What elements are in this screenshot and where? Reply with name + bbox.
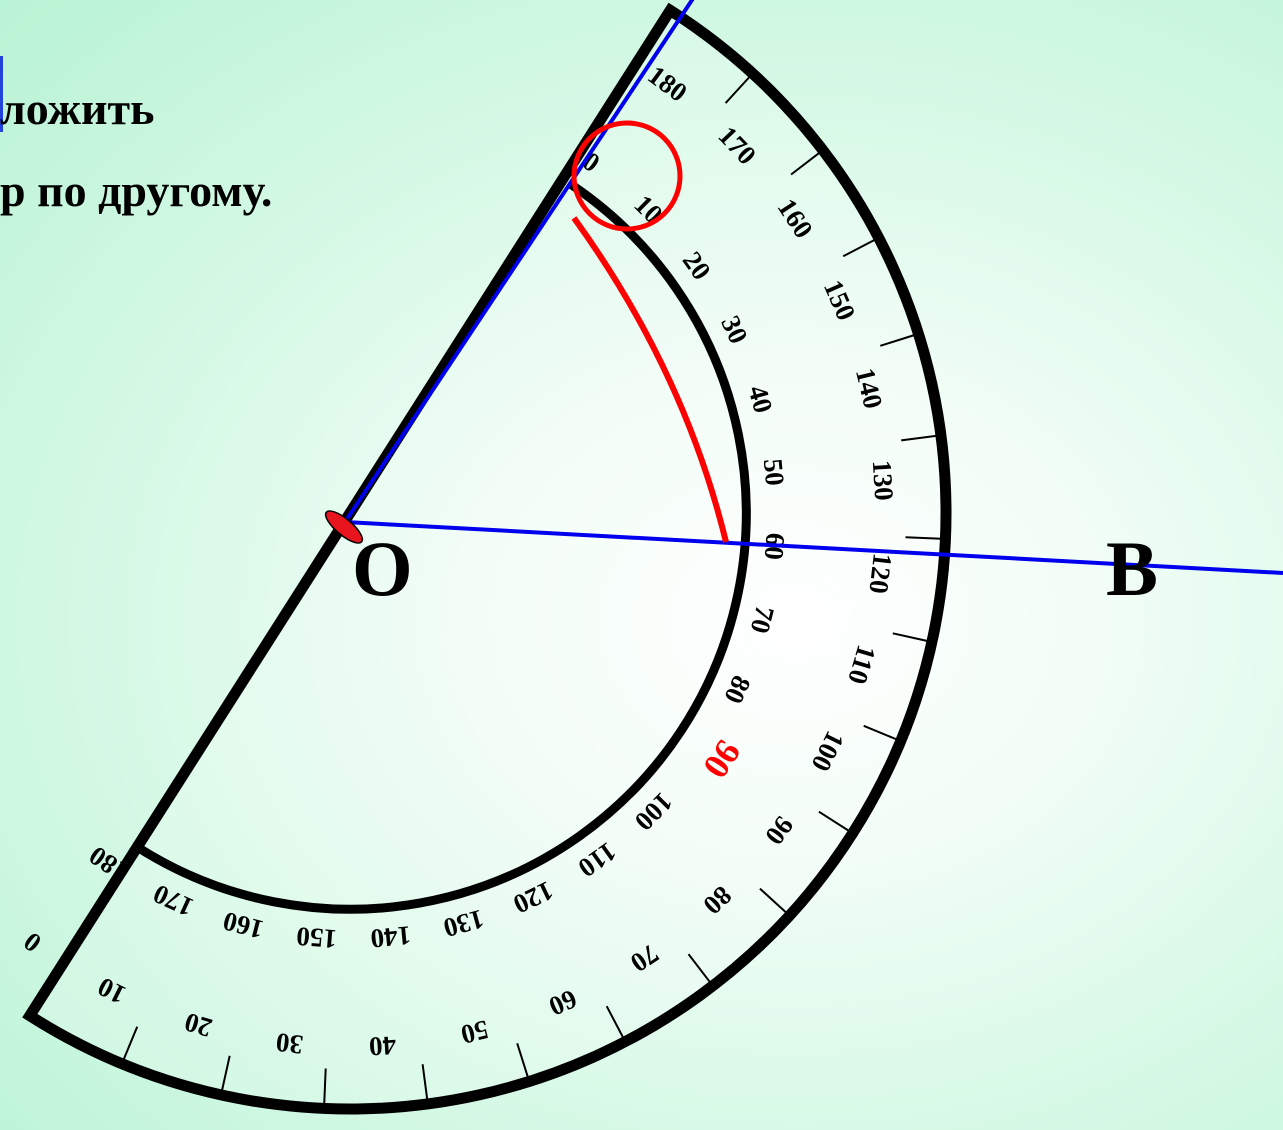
ray-oa — [343, 0, 695, 524]
vertex-marker — [324, 510, 364, 544]
scale-label-inner: 150 — [295, 921, 338, 954]
tick-mark — [842, 238, 876, 258]
scale-label-outer: 0 — [18, 926, 47, 958]
tick-mark — [220, 1055, 231, 1092]
tick-mark — [323, 1068, 327, 1105]
scale-label-outer: 120 — [863, 552, 897, 596]
tick-mark — [759, 887, 788, 914]
scale-label-inner: 140 — [369, 920, 412, 954]
tick-mark — [901, 434, 938, 442]
point-label-o: O — [352, 525, 413, 612]
scale-label-inner: 50 — [758, 457, 790, 487]
tick-mark — [892, 632, 929, 643]
instruction-line-1: ложить — [0, 83, 155, 134]
tick-mark — [863, 724, 898, 741]
angle-arc — [571, 216, 729, 543]
tick-mark — [790, 151, 821, 176]
tick-mark — [687, 953, 712, 984]
scale-label-outer: 40 — [368, 1030, 397, 1062]
protractor-inner-arc — [134, 180, 751, 914]
tick-mark — [516, 1042, 529, 1078]
scale-label-outer: 30 — [274, 1027, 304, 1060]
tick-mark — [122, 1026, 139, 1061]
instruction-line-2: р по другому. — [0, 165, 273, 216]
protractor-ticks — [122, 75, 942, 1105]
protractor-body — [22, 2, 952, 1115]
tick-mark — [879, 334, 915, 347]
ray-ob — [344, 520, 1283, 575]
tick-mark — [724, 75, 751, 104]
text-cursor — [0, 56, 3, 132]
tick-mark — [421, 1064, 429, 1101]
tick-mark — [905, 536, 942, 540]
tick-mark — [605, 1005, 625, 1039]
protractor: 0180101702016030150401405013060120701108… — [18, 2, 952, 1115]
point-label-b: B — [1106, 525, 1158, 612]
tick-mark — [818, 810, 850, 832]
zero-mark-circle — [571, 120, 683, 232]
scale-label-outer: 130 — [867, 459, 899, 501]
